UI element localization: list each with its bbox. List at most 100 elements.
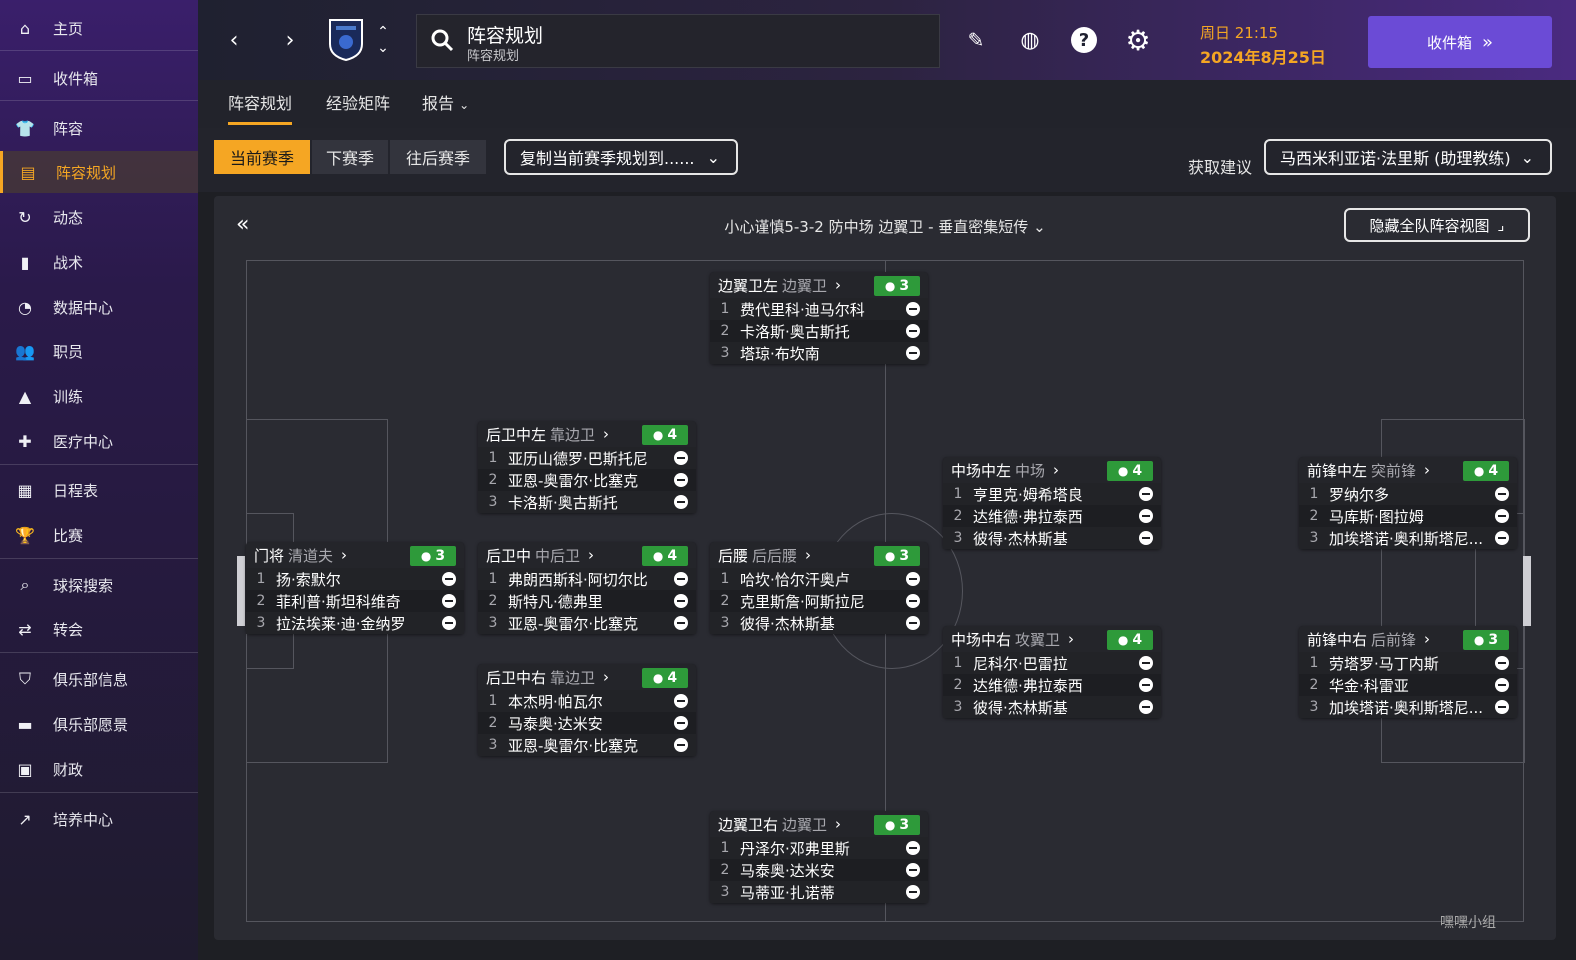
player-name[interactable]: 拉法埃莱·迪·金纳罗	[276, 614, 406, 633]
player-name[interactable]: 菲利普·斯坦科维奇	[276, 592, 401, 611]
collapse-button[interactable]: «	[236, 212, 249, 237]
remove-player-icon[interactable]	[906, 616, 920, 630]
player-name[interactable]: 本杰明·帕瓦尔	[508, 692, 603, 711]
sidebar-item-medical[interactable]: ✚医疗中心	[0, 420, 198, 462]
sidebar-item-scouting[interactable]: ⌕球探搜索	[0, 564, 198, 606]
remove-player-icon[interactable]	[674, 495, 688, 509]
remove-player-icon[interactable]	[1495, 700, 1509, 714]
player-name[interactable]: 尼科尔·巴雷拉	[973, 654, 1068, 673]
sidebar-item-data-hub[interactable]: ◔数据中心	[0, 286, 198, 328]
sidebar-item-training[interactable]: ▲训练	[0, 375, 198, 417]
position-header[interactable]: 门将清道夫›●3	[246, 542, 464, 568]
player-name[interactable]: 彼得·杰林斯基	[740, 614, 835, 633]
sidebar-item-schedule[interactable]: ▦日程表	[0, 469, 198, 511]
sidebar-item-dynamics[interactable]: ↻动态	[0, 196, 198, 238]
remove-player-icon[interactable]	[906, 863, 920, 877]
player-name[interactable]: 费代里科·迪马尔科	[740, 300, 865, 319]
remove-player-icon[interactable]	[1139, 678, 1153, 692]
sidebar-item-inbox[interactable]: ▭收件箱	[0, 57, 198, 99]
club-switch-button[interactable]: ⌃⌄	[374, 24, 392, 58]
player-name[interactable]: 彼得·杰林斯基	[973, 529, 1068, 548]
date-display[interactable]: 周日 21:15 2024年8月25日	[1188, 16, 1352, 68]
formation-selector[interactable]: 小心谨慎5-3-2 防中场 边翼卫 - 垂直密集短传 ⌄	[214, 216, 1556, 237]
sidebar-item-squad-planner[interactable]: ▤阵容规划	[0, 151, 198, 193]
position-header[interactable]: 后卫中右靠边卫›●4	[478, 664, 696, 690]
player-name[interactable]: 达维德·弗拉泰西	[973, 676, 1083, 695]
sidebar-item-home[interactable]: ⌂主页	[0, 7, 198, 49]
player-name[interactable]: 华金·科雷亚	[1329, 676, 1409, 695]
world-button[interactable]: ◍	[1012, 22, 1048, 58]
continue-inbox-button[interactable]: 收件箱»	[1368, 16, 1552, 68]
back-button[interactable]: ‹	[216, 22, 252, 58]
sidebar-item-club-vision[interactable]: ▬俱乐部愿景	[0, 703, 198, 745]
settings-button[interactable]: ⚙	[1120, 22, 1156, 58]
remove-player-icon[interactable]	[1139, 487, 1153, 501]
sidebar-item-club-info[interactable]: ⛉俱乐部信息	[0, 658, 198, 700]
remove-player-icon[interactable]	[1495, 531, 1509, 545]
player-name[interactable]: 马库斯·图拉姆	[1329, 507, 1424, 526]
advisor-dropdown[interactable]: 马西米利亚诺·法里斯 (助理教练)⌄	[1264, 139, 1552, 175]
player-name[interactable]: 亚恩-奥雷尔·比塞克	[508, 614, 639, 633]
player-name[interactable]: 马泰奥·达米安	[508, 714, 603, 733]
player-name[interactable]: 塔琼·布坎南	[740, 344, 820, 363]
remove-player-icon[interactable]	[906, 841, 920, 855]
remove-player-icon[interactable]	[1139, 700, 1153, 714]
remove-player-icon[interactable]	[442, 616, 456, 630]
remove-player-icon[interactable]	[674, 738, 688, 752]
player-name[interactable]: 克里斯詹·阿斯拉尼	[740, 592, 865, 611]
sidebar-item-finances[interactable]: ▣财政	[0, 748, 198, 790]
player-name[interactable]: 马泰奥·达米安	[740, 861, 835, 880]
copy-plan-dropdown[interactable]: 复制当前赛季规划到......⌄	[504, 139, 738, 175]
sidebar-item-squad[interactable]: 👕阵容	[0, 107, 198, 149]
player-name[interactable]: 卡洛斯·奥古斯托	[740, 322, 850, 341]
remove-player-icon[interactable]	[906, 302, 920, 316]
player-name[interactable]: 卡洛斯·奥古斯托	[508, 493, 618, 512]
tab-reports[interactable]: 报告 ⌄	[422, 90, 469, 114]
position-header[interactable]: 前锋中左突前锋›●4	[1299, 457, 1517, 483]
player-name[interactable]: 丹泽尔·邓弗里斯	[740, 839, 850, 858]
position-header[interactable]: 后腰后后腰›●3	[710, 542, 928, 568]
position-header[interactable]: 边翼卫右边翼卫›●3	[710, 811, 928, 837]
remove-player-icon[interactable]	[1495, 656, 1509, 670]
sidebar-item-transfers[interactable]: ⇄转会	[0, 608, 198, 650]
player-name[interactable]: 达维德·弗拉泰西	[973, 507, 1083, 526]
segment-next-season[interactable]: 下赛季	[312, 140, 388, 174]
tab-squad-planner[interactable]: 阵容规划	[228, 90, 293, 125]
remove-player-icon[interactable]	[674, 716, 688, 730]
remove-player-icon[interactable]	[1495, 678, 1509, 692]
player-name[interactable]: 扬·索默尔	[276, 570, 341, 589]
remove-player-icon[interactable]	[906, 594, 920, 608]
remove-player-icon[interactable]	[1139, 509, 1153, 523]
sidebar-item-tactics[interactable]: ▮战术	[0, 241, 198, 283]
